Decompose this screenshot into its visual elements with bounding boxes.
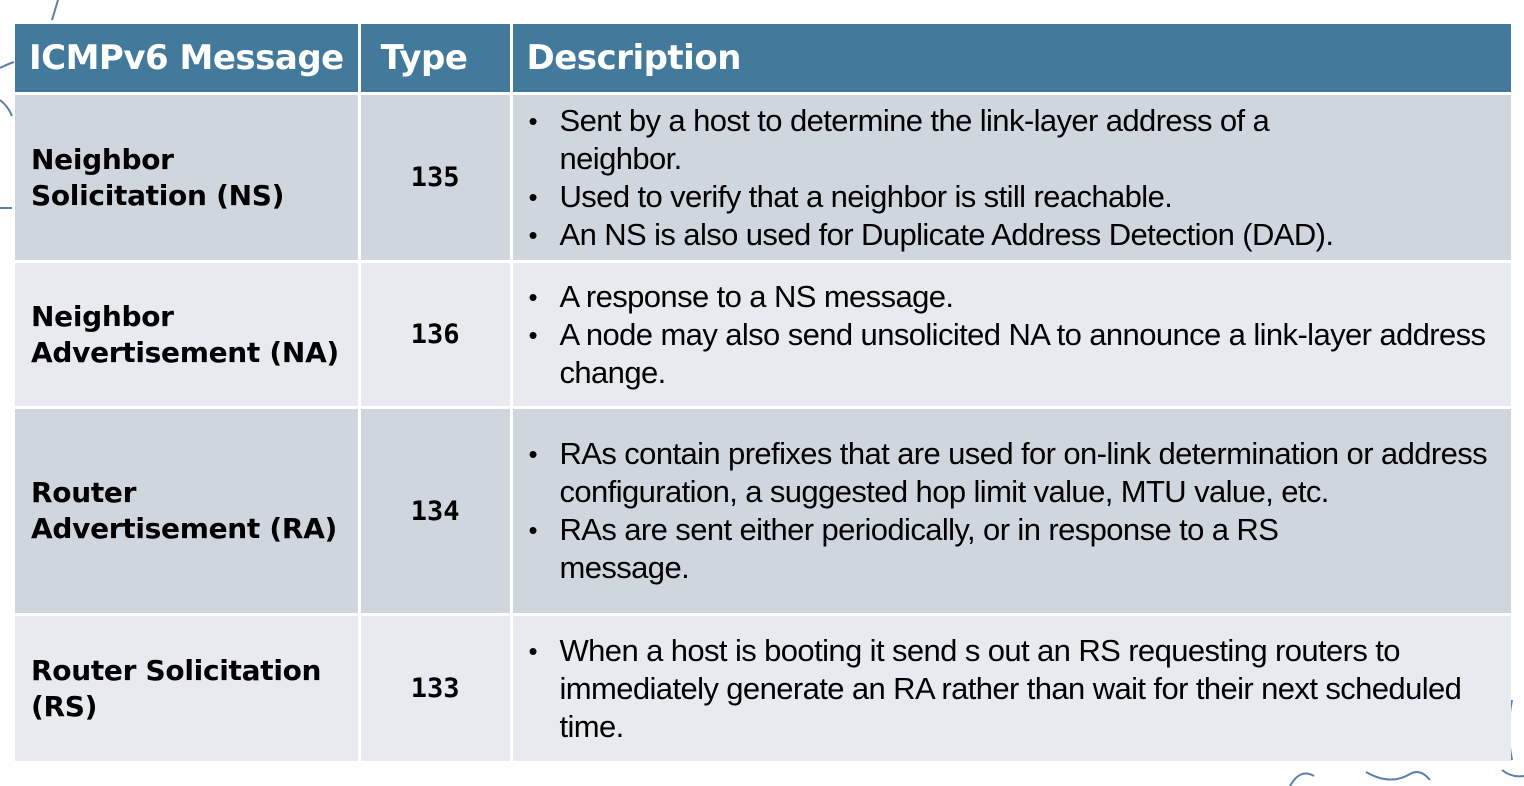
description-list: A response to a NS message. A node may a… <box>527 278 1502 392</box>
type-cell: 135 <box>360 95 510 260</box>
table-row-na: Neighbor Advertisement (NA) 136 A respon… <box>15 263 1511 406</box>
column-header-type: Type <box>360 24 510 92</box>
description-list: RAs contain prefixes that are used for o… <box>527 435 1502 587</box>
message-name-cell: Router Solicitation (RS) <box>15 616 358 761</box>
description-cell: When a host is booting it send s out an … <box>512 616 1511 761</box>
type-cell: 133 <box>360 616 510 761</box>
icmpv6-message-table: ICMPv6 Message Type Description Neighbor… <box>12 21 1514 764</box>
description-cell: RAs contain prefixes that are used for o… <box>512 409 1511 613</box>
description-item: A node may also send unsolicited NA to a… <box>527 316 1502 392</box>
table-row-ra: Router Advertisement (RA) 134 RAs contai… <box>15 409 1511 613</box>
type-cell: 134 <box>360 409 510 613</box>
description-item: An NS is also used for Duplicate Address… <box>527 216 1502 254</box>
table-header-row: ICMPv6 Message Type Description <box>15 24 1511 92</box>
column-header-message: ICMPv6 Message <box>15 24 358 92</box>
description-list: When a host is booting it send s out an … <box>527 632 1502 746</box>
description-item: A response to a NS message. <box>527 278 1502 316</box>
message-name-cell: Router Advertisement (RA) <box>15 409 358 613</box>
table-row-ns: Neighbor Solicitation (NS) 135 Sent by a… <box>15 95 1511 260</box>
description-list: Sent by a host to determine the link-lay… <box>527 102 1502 254</box>
description-cell: Sent by a host to determine the link-lay… <box>512 95 1511 260</box>
description-item: RAs contain prefixes that are used for o… <box>527 435 1502 511</box>
description-cell: A response to a NS message. A node may a… <box>512 263 1511 406</box>
type-cell: 136 <box>360 263 510 406</box>
table-row-rs: Router Solicitation (RS) 133 When a host… <box>15 616 1511 761</box>
message-name-cell: Neighbor Advertisement (NA) <box>15 263 358 406</box>
description-item: RAs are sent either periodically, or in … <box>527 511 1502 587</box>
message-name-cell: Neighbor Solicitation (NS) <box>15 95 358 260</box>
description-item: Used to verify that a neighbor is still … <box>527 178 1502 216</box>
background-decoration-left <box>0 0 60 230</box>
description-item: When a host is booting it send s out an … <box>527 632 1502 746</box>
column-header-description: Description <box>512 24 1511 92</box>
description-item: Sent by a host to determine the link-lay… <box>527 102 1502 178</box>
